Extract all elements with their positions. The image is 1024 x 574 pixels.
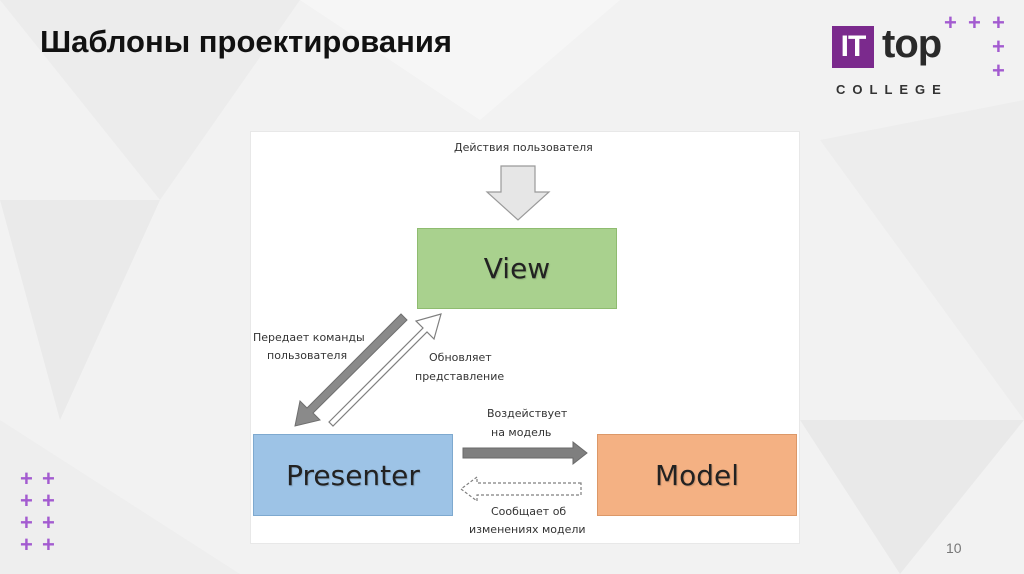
presenter-box: Presenter [253,434,453,516]
update-view-arrow [328,313,442,427]
affects-model-label-line1: Воздействует [487,407,568,420]
passes-commands-label-line1: Передает команды [253,331,365,344]
affects-model-arrow [462,440,588,466]
user-actions-label: Действия пользователя [454,141,593,154]
it-top-college-logo: IT top COLLEGE [832,14,1012,104]
passes-commands-label-line2: пользователя [267,349,348,362]
logo-college-text: COLLEGE [836,82,948,97]
page-number: 10 [946,540,962,556]
pass-commands-arrow [294,313,408,427]
view-box: View [417,228,617,309]
updates-view-label-line2: представление [415,370,505,383]
mvp-diagram: Действия пользователя View Передает кома… [250,131,800,544]
affects-model-label-line2: на модель [491,426,552,439]
notifies-label-line2: изменениях модели [469,523,586,536]
slide-title: Шаблоны проектирования [40,24,453,59]
notifies-presenter-arrow [460,475,582,503]
model-box: Model [597,434,797,516]
updates-view-label-line1: Обновляет [429,351,492,364]
logo-top-text: top [882,22,942,66]
logo-it-badge: IT [832,26,874,68]
user-actions-arrow [485,165,551,221]
notifies-label-line1: Сообщает об [491,505,567,518]
